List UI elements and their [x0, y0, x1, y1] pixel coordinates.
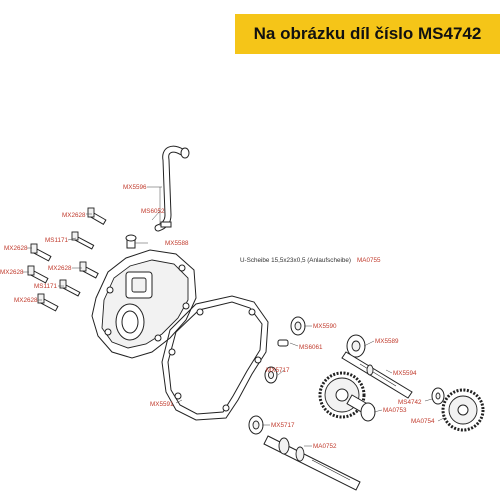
title-banner: Na obrázku díl číslo MS4742	[235, 14, 500, 54]
note-code: MA0755	[357, 257, 381, 264]
drive-shaft-mx5594	[341, 351, 413, 399]
bolt-mx2628-c	[79, 261, 99, 279]
banner-title: Na obrázku díl číslo MS4742	[253, 24, 482, 43]
cover-gasket	[161, 295, 269, 421]
label-mx5588: MX5588	[165, 240, 189, 247]
label-ma0754: MA0754	[411, 418, 435, 425]
intermediate-gear	[318, 371, 376, 419]
label-mx5589: MX5589	[375, 338, 399, 345]
label-mx5717-a: MX5717	[266, 367, 290, 374]
label-mx5591: MX5591	[150, 401, 174, 408]
label-mx2628-d: MX2628	[0, 269, 24, 276]
label-ms1171-b: MS1171	[34, 283, 57, 290]
final-gear-ma0754	[441, 388, 485, 432]
bolt-mx2628-e	[37, 293, 59, 312]
bearing-ma0753	[360, 402, 376, 422]
label-mx2628-a: MX2628	[62, 212, 86, 219]
label-mx5594: MX5594	[393, 370, 417, 377]
label-ms6052: MS6052	[141, 208, 165, 215]
note-text: U-Scheibe 15,5x23x0,5 (Anlaufscheibe)	[240, 257, 351, 264]
label-mx5717-b: MX5717	[271, 422, 295, 429]
bearing-mx5589	[346, 334, 366, 358]
label-ms6061: MS6061	[299, 344, 323, 351]
hose-clamp	[160, 221, 172, 228]
label-mx2628-e: MX2628	[14, 297, 38, 304]
screw-ms1171-b	[59, 279, 81, 297]
gear-cover-housing	[91, 249, 197, 359]
label-mx5596: MX5596	[123, 184, 147, 191]
bolt-mx2628-a	[87, 207, 107, 226]
washer-ms4742	[431, 387, 445, 405]
label-ma0752: MA0752	[313, 443, 337, 450]
breather-hose	[154, 145, 190, 232]
dowel-pin-ms6061	[277, 339, 289, 347]
label-ms1171-a: MS1171	[45, 237, 68, 244]
bolt-mx2628-b	[30, 243, 52, 262]
label-mx5590: MX5590	[313, 323, 337, 330]
output-shaft-ma0752	[263, 435, 361, 491]
bearing-mx5717-a	[264, 366, 278, 384]
screw-ms1171-a	[71, 231, 95, 250]
bearing-mx5717-b	[248, 415, 264, 435]
breather-fitting	[125, 234, 137, 249]
label-mx2628-c: MX2628	[48, 265, 72, 272]
label-mx2628-b: MX2628	[4, 245, 28, 252]
bearing-mx5590	[290, 316, 306, 336]
label-ms4742: MS4742	[398, 399, 422, 406]
leader-lines	[22, 186, 445, 447]
label-ma0753: MA0753	[383, 407, 407, 414]
bolt-mx2628-d	[27, 265, 49, 284]
